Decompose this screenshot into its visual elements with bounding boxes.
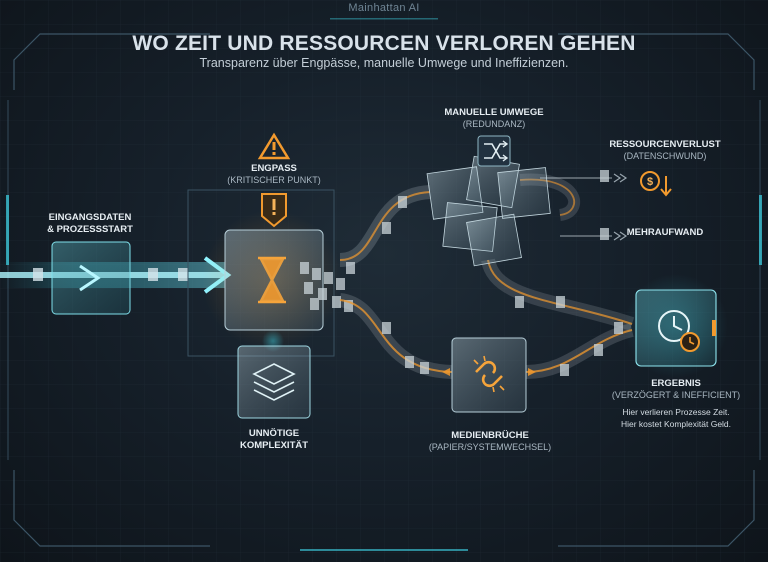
detours-title: MANUELLE UMWEGE [424,107,564,119]
extra-effort-title: MEHRAUFWAND [605,227,725,239]
input-node-title: EINGANGSDATEN & PROZESSSTART [30,212,150,236]
bottleneck-subtitle: (KRITISCHER PUNKT) [214,175,334,186]
page-title: WO ZEIT UND RESSOURCEN VERLOREN GEHEN [0,32,768,56]
result-note: Hier verlieren Prozesse Zeit. Hier koste… [596,406,756,430]
bottleneck-title: ENGPASS [214,163,334,175]
result-subtitle: (VERZÖGERT & INEFFICIENT) [596,390,756,401]
input-title-line1: EINGANGSDATEN [30,212,150,224]
shuffle-icon [478,136,510,166]
result-note-line2: Hier kostet Komplexität Geld. [596,418,756,430]
resource-loss-title: RESSOURCENVERLUST [590,139,740,151]
media-breaks-title: MEDIENBRÜCHE [420,430,560,442]
result-node [624,274,728,378]
result-title: ERGEBNIS [606,378,746,390]
document-icon [148,268,158,281]
complexity-title-line2: KOMPLEXITÄT [214,440,334,452]
media-break-node [442,338,536,412]
result-note-line1: Hier verlieren Prozesse Zeit. [596,406,756,418]
detours-subtitle: (REDUNDANZ) [424,119,564,130]
document-icon [33,268,43,281]
document-icon [178,268,188,281]
page-subtitle: Transparenz über Engpässe, manuelle Umwe… [0,56,768,70]
svg-text:$: $ [647,176,653,188]
resource-loss-subtitle: (DATENSCHWUND) [590,151,740,162]
input-title-line2: & PROZESSSTART [30,224,150,236]
media-breaks-subtitle: (PAPIER/SYSTEMWECHSEL) [420,442,560,453]
brand-label: Mainhattan AI [0,2,768,14]
complexity-title-line1: UNNÖTIGE [214,428,334,440]
input-node [52,242,130,314]
complexity-title: UNNÖTIGE KOMPLEXITÄT [214,428,334,452]
